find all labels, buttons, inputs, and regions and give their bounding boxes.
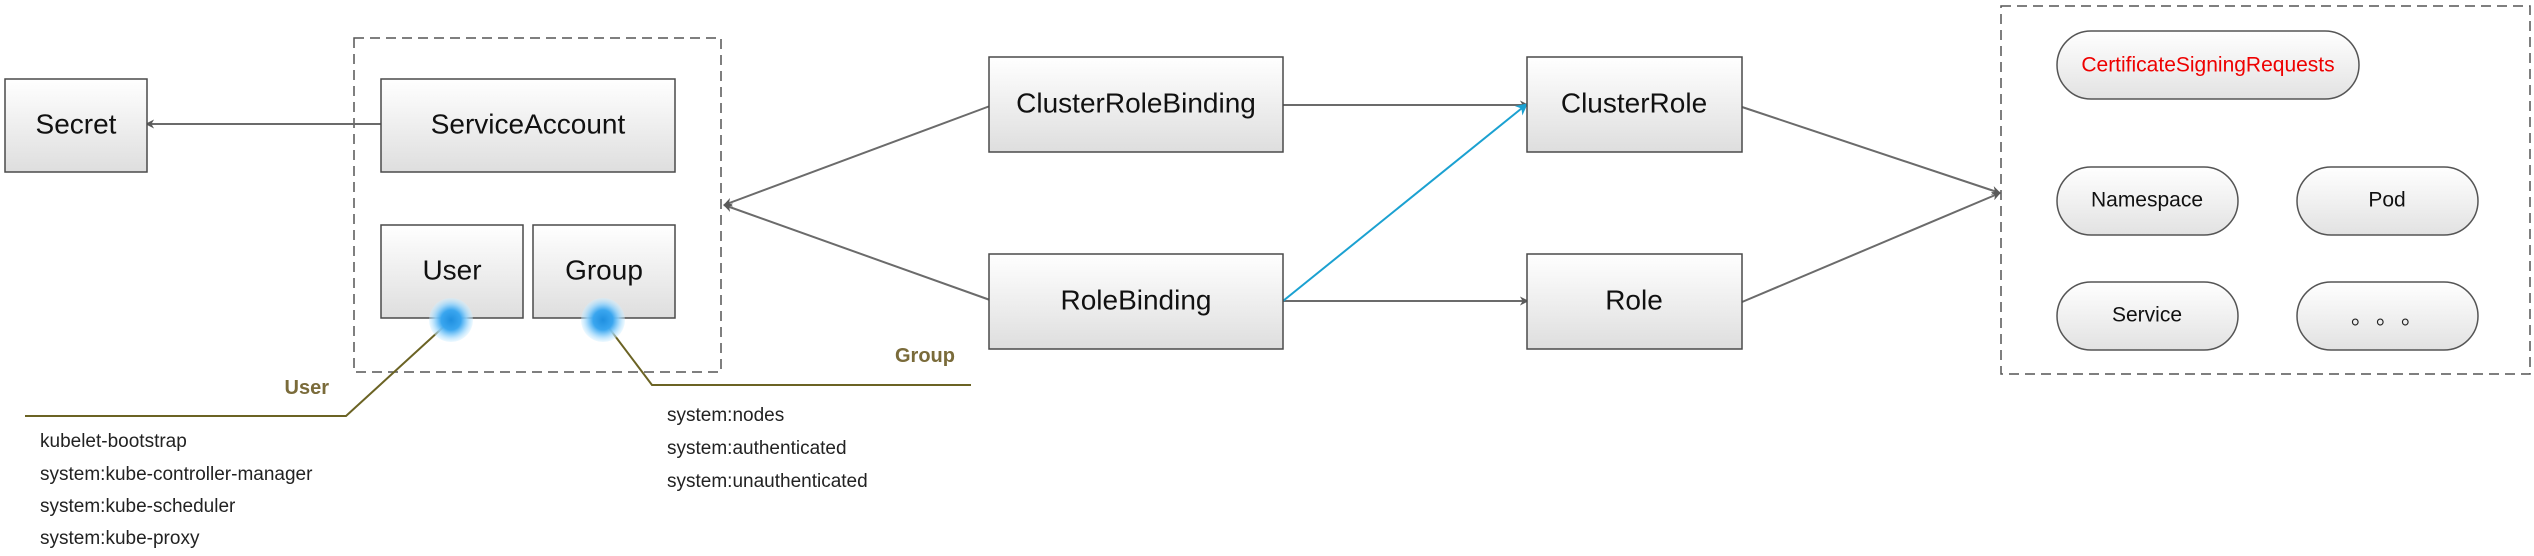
- clusterrole-node: [1526, 56, 1743, 153]
- pod-label: Pod: [2368, 189, 2405, 212]
- service-pill: [2056, 281, 2239, 351]
- secret-node: [4, 78, 148, 173]
- user-callout-line: [25, 319, 452, 417]
- group-callout-dot: [581, 298, 625, 342]
- resources-group: [2000, 5, 2531, 375]
- group-callout-item: system:unauthenticated: [667, 471, 868, 492]
- csr-label: CertificateSigningRequests: [2081, 54, 2334, 77]
- service-label: Service: [2112, 304, 2182, 327]
- subjects-group: [353, 37, 722, 373]
- secret-label: Secret: [36, 108, 117, 139]
- csr-pill: [2056, 30, 2360, 100]
- user-callout-item: system:kube-controller-manager: [40, 464, 313, 485]
- edge-clusterrolebinding-to-subjects: [723, 105, 991, 207]
- group-callout-item: system:nodes: [667, 405, 784, 426]
- user-callout-item: system:kube-scheduler: [40, 496, 236, 517]
- namespace-pill: [2056, 166, 2239, 236]
- user-callout-item: kubelet-bootstrap: [40, 431, 187, 452]
- edge-clusterrole-to-resources: [1741, 106, 2001, 195]
- serviceaccount-node: [380, 78, 676, 173]
- user-callout-title: User: [285, 377, 330, 399]
- edge-rolebinding-to-clusterrole: [1282, 103, 1528, 302]
- rolebinding-node: [988, 253, 1284, 350]
- user-callout-item: system:kube-proxy: [40, 528, 200, 549]
- group-callout-item: system:authenticated: [667, 438, 847, 459]
- serviceaccount-label: ServiceAccount: [431, 108, 626, 139]
- pod-pill: [2296, 166, 2479, 236]
- group-label: Group: [565, 254, 643, 285]
- clusterrole-label: ClusterRole: [1561, 87, 1707, 118]
- clusterrolebinding-node: [988, 56, 1284, 153]
- edge-role-to-resources: [1741, 192, 2001, 303]
- user-label: User: [422, 254, 481, 285]
- clusterrolebinding-label: ClusterRoleBinding: [1016, 87, 1256, 118]
- namespace-label: Namespace: [2091, 189, 2203, 212]
- group-callout-title: Group: [895, 345, 955, 367]
- user-callout-dot: [429, 298, 473, 342]
- more-pill: [2296, 281, 2479, 351]
- rolebinding-label: RoleBinding: [1061, 284, 1212, 315]
- role-label: Role: [1605, 284, 1663, 315]
- edge-rolebinding-to-subjects: [723, 203, 991, 301]
- role-node: [1526, 253, 1743, 350]
- group-callout-line: [602, 319, 971, 386]
- more-label: 。。。: [2351, 304, 2437, 329]
